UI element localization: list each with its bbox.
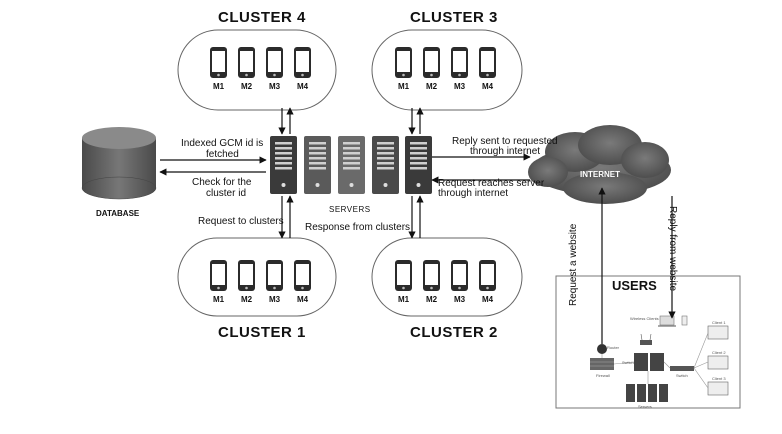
users-micro-client1: Client 1 bbox=[712, 320, 726, 325]
phone-label: M2 bbox=[426, 295, 438, 304]
phone-c4-m4-icon: M4 bbox=[294, 47, 311, 91]
cluster-2-title: CLUSTER 2 bbox=[410, 324, 498, 341]
flow-response-clusters: Response from clusters bbox=[305, 222, 411, 233]
phone-c2-m2-icon: M2 bbox=[423, 260, 440, 304]
users-micro-servers: Servers bbox=[638, 404, 652, 409]
phone-c2-m1-icon: M1 bbox=[395, 260, 412, 304]
phone-label: M3 bbox=[269, 82, 281, 91]
internet-label: INTERNET bbox=[580, 170, 620, 179]
phone-c3-m2-icon: M2 bbox=[423, 47, 440, 91]
phone-c2-m4-icon: M4 bbox=[479, 260, 496, 304]
database-label: DATABASE bbox=[96, 209, 140, 218]
phone-label: M4 bbox=[297, 82, 309, 91]
server-tower-icon bbox=[372, 136, 399, 194]
flow-check-line2: cluster id bbox=[206, 188, 247, 199]
cluster-3-title: CLUSTER 3 bbox=[410, 9, 498, 26]
phone-c3-m1-icon: M1 bbox=[395, 47, 412, 91]
flow-request-website: Request a website bbox=[568, 223, 579, 306]
phone-c4-m2-icon: M2 bbox=[238, 47, 255, 91]
users-micro-switch1: Switch bbox=[622, 360, 634, 365]
flow-request-clusters: Request to clusters bbox=[198, 216, 284, 227]
phone-label: M4 bbox=[297, 295, 309, 304]
internet-cloud-icon bbox=[528, 125, 671, 204]
phone-label: M4 bbox=[482, 295, 494, 304]
database-icon bbox=[81, 127, 157, 200]
servers-label: SERVERS bbox=[329, 205, 371, 214]
phone-label: M4 bbox=[482, 82, 494, 91]
cluster-2-shape bbox=[371, 237, 523, 317]
flow-reply-line1: Reply sent to requested bbox=[452, 136, 558, 147]
phone-label: M1 bbox=[213, 82, 225, 91]
phone-c1-m4-icon: M4 bbox=[294, 260, 311, 304]
flow-indexed-line1: Indexed GCM id is bbox=[181, 138, 264, 149]
users-micro-firewall: Firewall bbox=[596, 373, 610, 378]
flow-reach-line2: through internet bbox=[438, 188, 509, 199]
phone-label: M3 bbox=[454, 295, 466, 304]
server-tower-icon bbox=[270, 136, 297, 194]
phone-c3-m4-icon: M4 bbox=[479, 47, 496, 91]
phone-c1-m2-icon: M2 bbox=[238, 260, 255, 304]
phone-label: M3 bbox=[454, 82, 466, 91]
phone-c4-m3-icon: M3 bbox=[266, 47, 283, 91]
flow-reply-line2: through internet bbox=[470, 146, 541, 157]
server-rack-icon bbox=[270, 136, 432, 194]
phone-label: M2 bbox=[241, 82, 253, 91]
phone-label: M3 bbox=[269, 295, 281, 304]
users-network-drawing bbox=[590, 315, 729, 402]
phone-c1-m3-icon: M3 bbox=[266, 260, 283, 304]
flow-reply-website: Reply from website bbox=[667, 206, 678, 292]
phone-c2-m3-icon: M3 bbox=[451, 260, 468, 304]
cluster-1-shape bbox=[177, 237, 337, 317]
cluster-4-shape bbox=[177, 29, 337, 111]
users-micro-client3: Client 3 bbox=[712, 376, 726, 381]
flow-reach-line1: Request reaches server bbox=[438, 178, 545, 189]
server-tower-icon bbox=[304, 136, 331, 194]
phone-label: M1 bbox=[213, 295, 225, 304]
cluster-1-title: CLUSTER 1 bbox=[218, 324, 306, 341]
users-title: USERS bbox=[612, 278, 657, 293]
phone-label: M2 bbox=[241, 295, 253, 304]
cluster-3-shape bbox=[371, 29, 523, 111]
phone-c4-m1-icon: M1 bbox=[210, 47, 227, 91]
phone-c3-m3-icon: M3 bbox=[451, 47, 468, 91]
flow-check-line1: Check for the bbox=[192, 177, 252, 188]
flow-arrows bbox=[159, 107, 676, 344]
phone-label: M1 bbox=[398, 295, 410, 304]
server-tower-icon bbox=[338, 136, 365, 194]
users-micro-router: Router bbox=[607, 345, 620, 350]
phone-label: M1 bbox=[398, 82, 410, 91]
phone-label: M2 bbox=[426, 82, 438, 91]
users-micro-client2: Client 2 bbox=[712, 350, 726, 355]
flow-indexed-line2: fetched bbox=[206, 149, 239, 160]
users-micro-wireless: Wireless Clients bbox=[630, 316, 659, 321]
server-tower-icon bbox=[405, 136, 432, 194]
users-micro-switch2: Switch bbox=[676, 373, 688, 378]
cluster-4-title: CLUSTER 4 bbox=[218, 9, 306, 26]
phone-c1-m1-icon: M1 bbox=[210, 260, 227, 304]
